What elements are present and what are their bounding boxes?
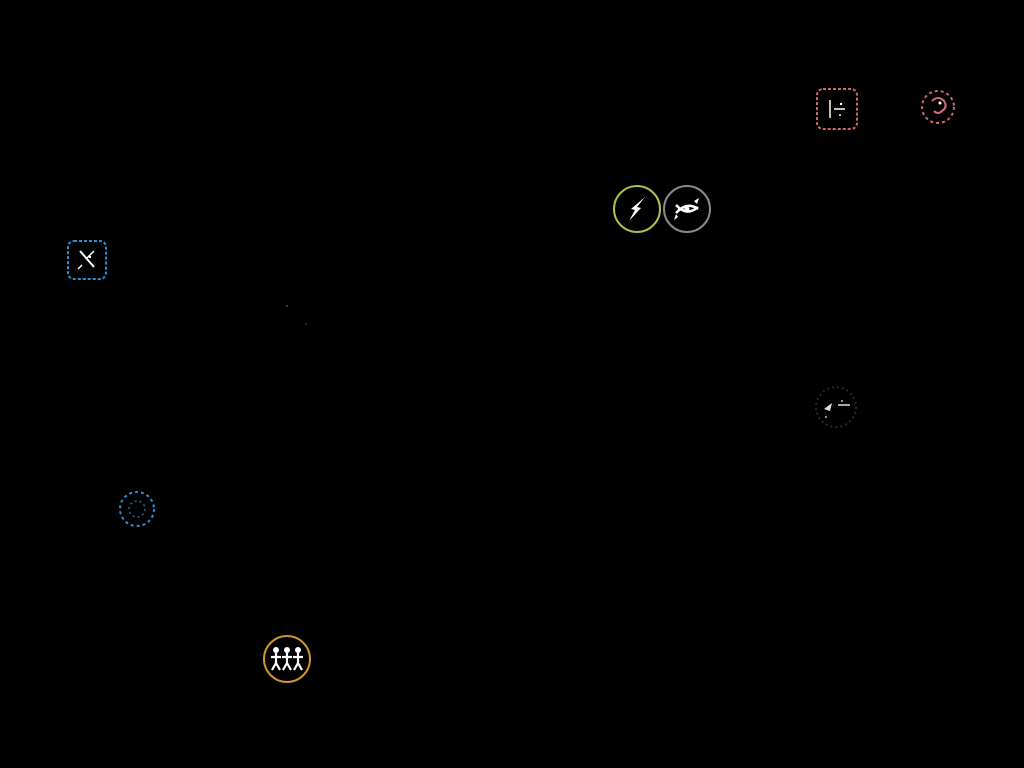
blue-square-token[interactable]: [64, 237, 110, 283]
dark-circle-token[interactable]: [810, 383, 862, 431]
wing-icon: [815, 386, 857, 428]
creature-icon: [921, 90, 955, 124]
faint-marker: [280, 300, 310, 330]
pink-circle-token[interactable]: [918, 87, 958, 127]
ring-icon: [119, 491, 155, 527]
tool-icon: [816, 88, 858, 130]
lightning-icon: [613, 185, 661, 233]
gray-circle-token[interactable]: [661, 183, 713, 235]
pink-square-token[interactable]: [814, 86, 860, 132]
faint-dot-icon: [286, 305, 307, 325]
gold-circle-token[interactable]: [261, 633, 313, 685]
three-figures-icon: [263, 635, 311, 683]
sword-icon: [67, 240, 107, 280]
green-circle-token[interactable]: [611, 183, 663, 235]
blue-circle-token[interactable]: [114, 486, 160, 532]
crossed-arrows-icon: [663, 185, 711, 233]
